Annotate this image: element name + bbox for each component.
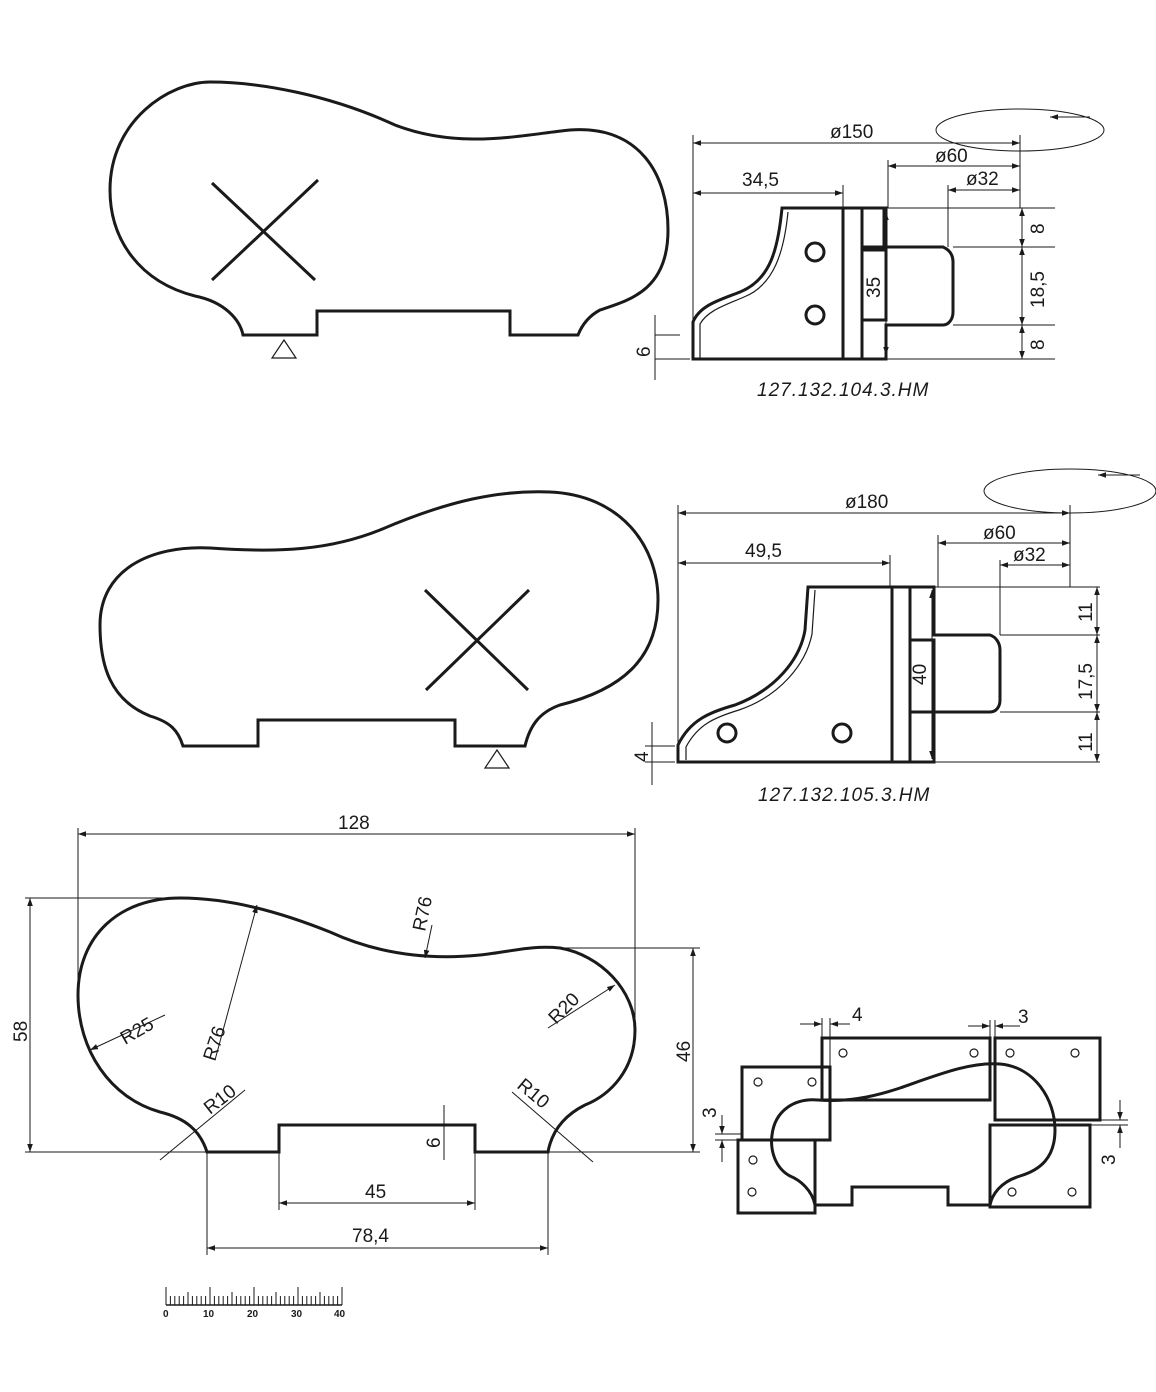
scale-bar <box>165 1287 343 1306</box>
profile-b-datum-triangle <box>483 748 511 769</box>
detail-step: 6 <box>424 1137 445 1148</box>
detail-radius-left: R25 <box>117 1014 158 1050</box>
profile-b-dia-outer: ø180 <box>845 492 888 513</box>
profile-a-code: 127.132.104.3.HM <box>757 380 929 401</box>
scale-label: 20 <box>247 1309 259 1320</box>
detail-overall-width: 128 <box>338 813 370 834</box>
profile-b-width: 49,5 <box>745 541 782 562</box>
profile-a-dia-mid: ø60 <box>935 146 968 167</box>
detail-fillet-left: R10 <box>200 1081 240 1119</box>
profile-a-dia-bore: ø32 <box>966 169 999 190</box>
profile-b-seg-mid: 17,5 <box>1076 663 1097 700</box>
clamp-left-offset: 3 <box>700 1107 721 1118</box>
detail-overall-height: 58 <box>11 1021 32 1042</box>
scale-label: 30 <box>291 1309 303 1320</box>
profile-b-seg-bot: 11 <box>1076 732 1097 752</box>
profile-a-seg-bot: 8 <box>1028 339 1049 350</box>
profile-b-dia-mid: ø60 <box>983 523 1016 544</box>
scale-label: 10 <box>203 1309 215 1320</box>
detail-fillet-right: R10 <box>513 1075 553 1113</box>
profile-b-seg-top: 11 <box>1076 602 1097 622</box>
detail-right-height: 46 <box>674 1041 695 1062</box>
profile-b-dia-bore: ø32 <box>1013 545 1046 566</box>
profile-a-offset: 6 <box>634 346 655 357</box>
profile-a-datum-triangle <box>270 338 298 359</box>
profile-a-height: 35 <box>864 277 885 298</box>
detail-radius-inner: R76 <box>200 1024 231 1064</box>
scale-label: 40 <box>334 1309 346 1320</box>
profile-b-cross-mark <box>423 588 531 692</box>
profile-b-tool <box>645 468 1156 785</box>
profile-b-height: 40 <box>910 664 931 685</box>
detail-base-width: 78,4 <box>352 1226 389 1247</box>
detail-radius-top: R76 <box>409 895 437 933</box>
detail-radius-right: R20 <box>545 989 584 1028</box>
profile-a-tool <box>654 108 1105 380</box>
scale-label: 0 <box>163 1309 169 1320</box>
profile-a-dia-outer: ø150 <box>830 122 873 143</box>
profile-a-workpiece <box>108 80 670 359</box>
profile-a-seg-mid: 18,5 <box>1028 271 1049 308</box>
clamp-gap-left: 4 <box>852 1005 863 1026</box>
profile-a-cross-mark <box>210 178 320 282</box>
profile-a-seg-top: 8 <box>1028 223 1049 234</box>
clamp-fixture <box>715 1018 1128 1215</box>
detail-slot-width: 45 <box>365 1182 386 1203</box>
clamp-gap-right: 3 <box>1018 1007 1029 1028</box>
profile-b-workpiece <box>98 490 660 769</box>
profile-a-width: 34,5 <box>742 170 779 191</box>
profile-b-offset: 4 <box>632 751 653 762</box>
clamp-right-offset: 3 <box>1099 1154 1120 1165</box>
profile-b-code: 127.132.105.3.HM <box>758 785 930 806</box>
detail-profile <box>25 828 700 1255</box>
